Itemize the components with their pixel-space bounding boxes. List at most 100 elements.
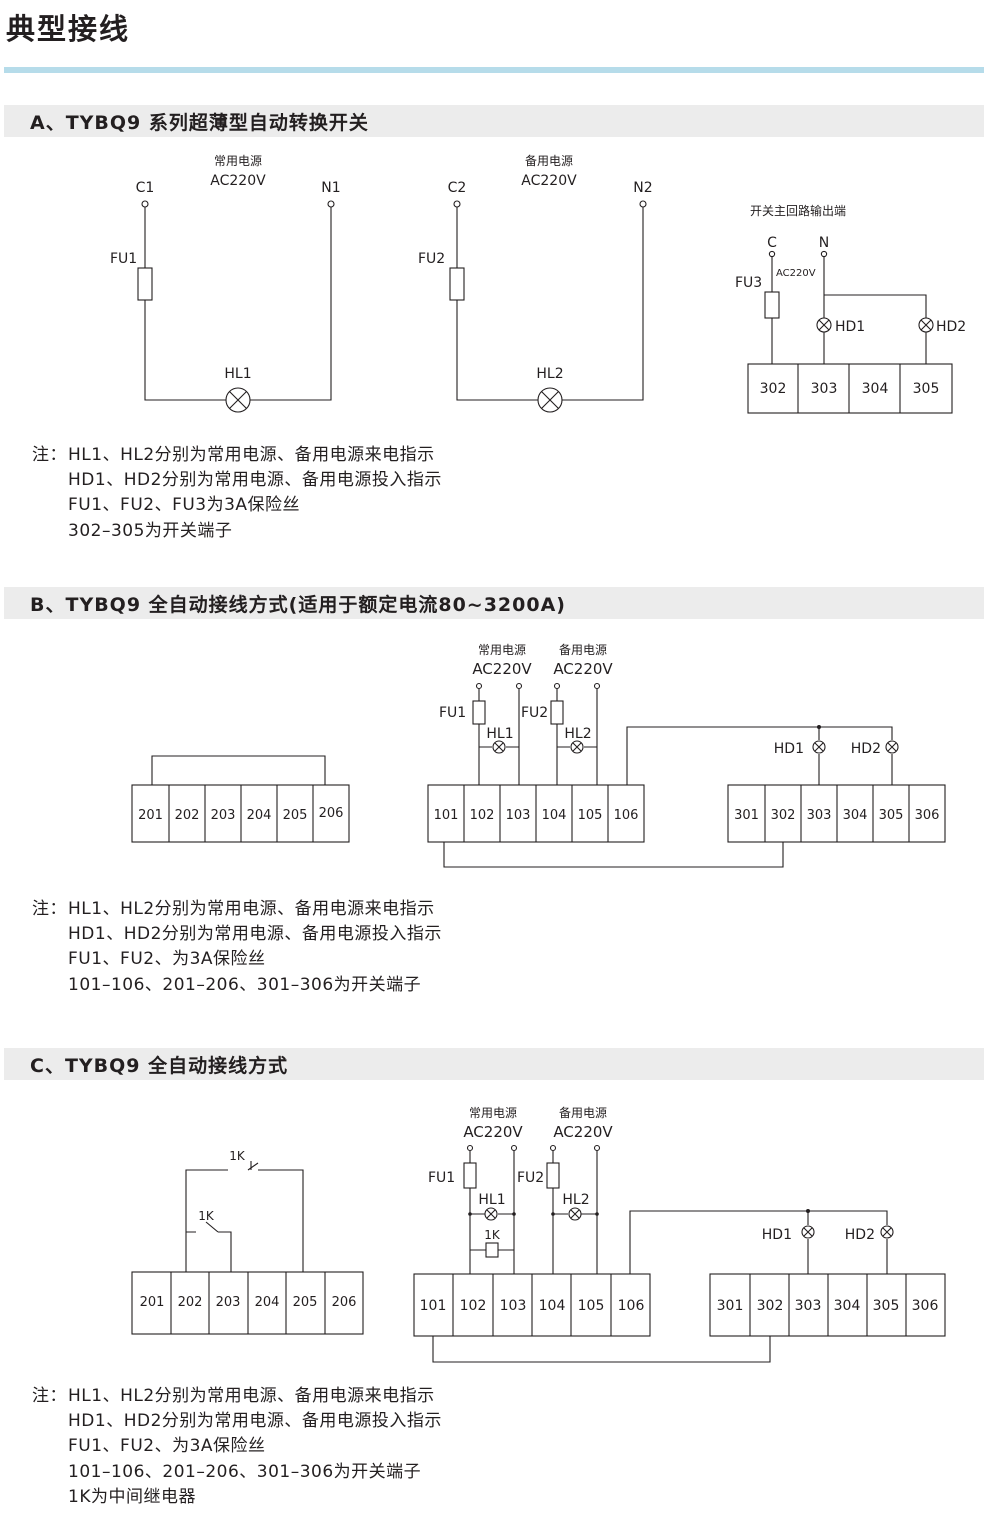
section-a-notes: 注：HL1、HL2分别为常用电源、备用电源来电指示 HD1、HD2分别为常用电源… — [32, 443, 442, 544]
terminal-n1 — [327, 200, 335, 208]
note-line: HL1、HL2分别为常用电源、备用电源来电指示 — [68, 899, 435, 919]
terminal-304: 304 — [843, 808, 868, 823]
terminal-103: 103 — [500, 1298, 527, 1314]
terminal-206: 206 — [332, 1295, 357, 1310]
standby-supply-name: 备用电源 — [559, 1106, 607, 1120]
lamp-hd1-label: HD1 — [762, 1227, 792, 1243]
lamp-hd2-icon — [880, 1225, 894, 1239]
output-voltage: AC220V — [776, 268, 816, 279]
circuit-standby-supply: 备用电源 AC220V C2 N2 FU2 HL2 — [418, 154, 653, 413]
note-line: HD1、HD2分别为常用电源、备用电源投入指示 — [68, 1411, 442, 1432]
lamp-hl1-icon — [484, 1207, 498, 1221]
terminal-c2-label: C2 — [448, 180, 467, 196]
terminal-301: 301 — [717, 1298, 744, 1314]
terminal-101: 101 — [434, 808, 459, 823]
terminal-104: 104 — [542, 808, 567, 823]
terminal-101: 101 — [420, 1298, 447, 1314]
note-prefix: 注： — [32, 899, 67, 919]
standby-supply-name: 备用电源 — [525, 154, 573, 168]
fuse-fu3-label: FU3 — [735, 275, 762, 291]
fuse-fu2-label: FU2 — [521, 705, 548, 721]
terminal-306: 306 — [915, 808, 940, 823]
terminal-c1 — [141, 200, 149, 208]
terminal-301: 301 — [734, 808, 759, 823]
lamp-hd1-icon — [816, 317, 832, 333]
terminal-103: 103 — [506, 808, 531, 823]
bottom-link-101-302 — [443, 842, 784, 868]
note-line: HD1、HD2分别为常用电源、备用电源投入指示 — [68, 470, 442, 491]
terminal-block-300: 301 302 303 304 305 306 — [709, 1273, 946, 1337]
normal-supply-l-terminal — [475, 682, 483, 690]
fuse-fu2-symbol — [449, 267, 465, 301]
lamp-hl2-label: HL2 — [536, 366, 563, 382]
relay-coil-label: 1K — [484, 1228, 501, 1242]
terminal-block-200: 1K 1K 201 202 203 204 205 206 — [131, 1149, 364, 1335]
lamp-hd2-label: HD2 — [936, 319, 966, 335]
junction-dot — [551, 1212, 555, 1216]
normal-supply-l-terminal — [466, 1144, 474, 1152]
lamp-hl2-icon — [537, 387, 563, 413]
circuit-normal-supply: 常用电源 AC220V C1 N1 FU1 HL1 — [110, 154, 341, 413]
standby-supply-voltage: AC220V — [553, 1123, 613, 1141]
output-title: 开关主回路输出端 — [750, 203, 846, 218]
terminal-303: 303 — [795, 1298, 822, 1314]
fuse-fu1-symbol — [137, 267, 153, 301]
terminal-305: 305 — [913, 381, 940, 397]
section-b-notes: 注：HL1、HL2分别为常用电源、备用电源来电指示 HD1、HD2分别为常用电源… — [32, 897, 442, 998]
terminal-102: 102 — [470, 808, 495, 823]
fuse-fu1-symbol — [472, 700, 486, 725]
standby-supply-n-terminal — [593, 1144, 601, 1152]
lamp-hl2-icon — [570, 740, 584, 754]
output-c-label: C — [767, 235, 777, 251]
fuse-fu1-symbol — [463, 1162, 477, 1189]
terminal-302: 302 — [760, 381, 787, 397]
normal-supply-voltage: AC220V — [463, 1123, 523, 1141]
note-line: HD1、HD2分别为常用电源、备用电源投入指示 — [68, 924, 442, 945]
section-c-header: C、TYBQ9 全自动接线方式 — [4, 1048, 984, 1080]
standby-supply-voltage: AC220V — [553, 660, 613, 678]
terminal-201: 201 — [138, 808, 163, 823]
section-a-title: A、TYBQ9 系列超薄型自动转换开关 — [30, 112, 369, 134]
junction-dot — [806, 1209, 810, 1213]
lamp-hd1-label: HD1 — [835, 319, 865, 335]
normal-supply-voltage: AC220V — [210, 173, 266, 189]
terminal-306: 306 — [912, 1298, 939, 1314]
note-line: 1K为中间继电器 — [68, 1486, 196, 1507]
terminal-204: 204 — [247, 808, 272, 823]
output-n-label: N — [819, 235, 829, 251]
terminal-106: 106 — [614, 808, 639, 823]
title-rule — [4, 67, 984, 73]
terminal-206: 206 — [319, 806, 344, 821]
note-line: 302–305为开关端子 — [68, 520, 233, 541]
terminal-block-200: 201 202 203 204 205 206 — [131, 755, 350, 843]
terminal-c2 — [453, 200, 461, 208]
lamp-hd1-label: HD1 — [774, 741, 804, 757]
terminal-106: 106 — [618, 1298, 645, 1314]
normal-supply-name: 常用电源 — [469, 1106, 517, 1120]
terminal-block-100: 101 102 103 104 105 106 — [427, 784, 645, 843]
normal-supply-n-terminal — [510, 1144, 518, 1152]
terminal-302: 302 — [757, 1298, 784, 1314]
fuse-fu1-label: FU1 — [110, 251, 137, 267]
note-line: HL1、HL2分别为常用电源、备用电源来电指示 — [68, 445, 435, 465]
standby-supply-voltage: AC220V — [521, 173, 577, 189]
terminal-204: 204 — [255, 1295, 280, 1310]
note-line: FU1、FU2、为3A保险丝 — [68, 949, 266, 970]
junction-dot — [817, 725, 821, 729]
terminal-203: 203 — [211, 808, 236, 823]
terminal-105: 105 — [578, 808, 603, 823]
terminal-203: 203 — [216, 1295, 241, 1310]
lamp-hd2-label: HD2 — [845, 1227, 875, 1243]
junction-dot — [512, 1212, 516, 1216]
output-terminal-c — [768, 250, 776, 258]
terminal-n1-label: N1 — [321, 180, 340, 196]
terminal-104: 104 — [539, 1298, 566, 1314]
section-c-title: C、TYBQ9 全自动接线方式 — [30, 1055, 289, 1077]
terminal-block-300: 301 302 303 304 305 306 — [727, 784, 946, 843]
fuse-fu2-label: FU2 — [418, 251, 445, 267]
lamp-hd2-icon — [885, 740, 899, 754]
bottom-link-101-302 — [432, 1336, 771, 1363]
fuse-fu2-symbol — [546, 1162, 560, 1189]
normal-supply-name: 常用电源 — [478, 643, 526, 657]
section-c-notes: 注：HL1、HL2分别为常用电源、备用电源来电指示 HD1、HD2分别为常用电源… — [32, 1384, 442, 1510]
